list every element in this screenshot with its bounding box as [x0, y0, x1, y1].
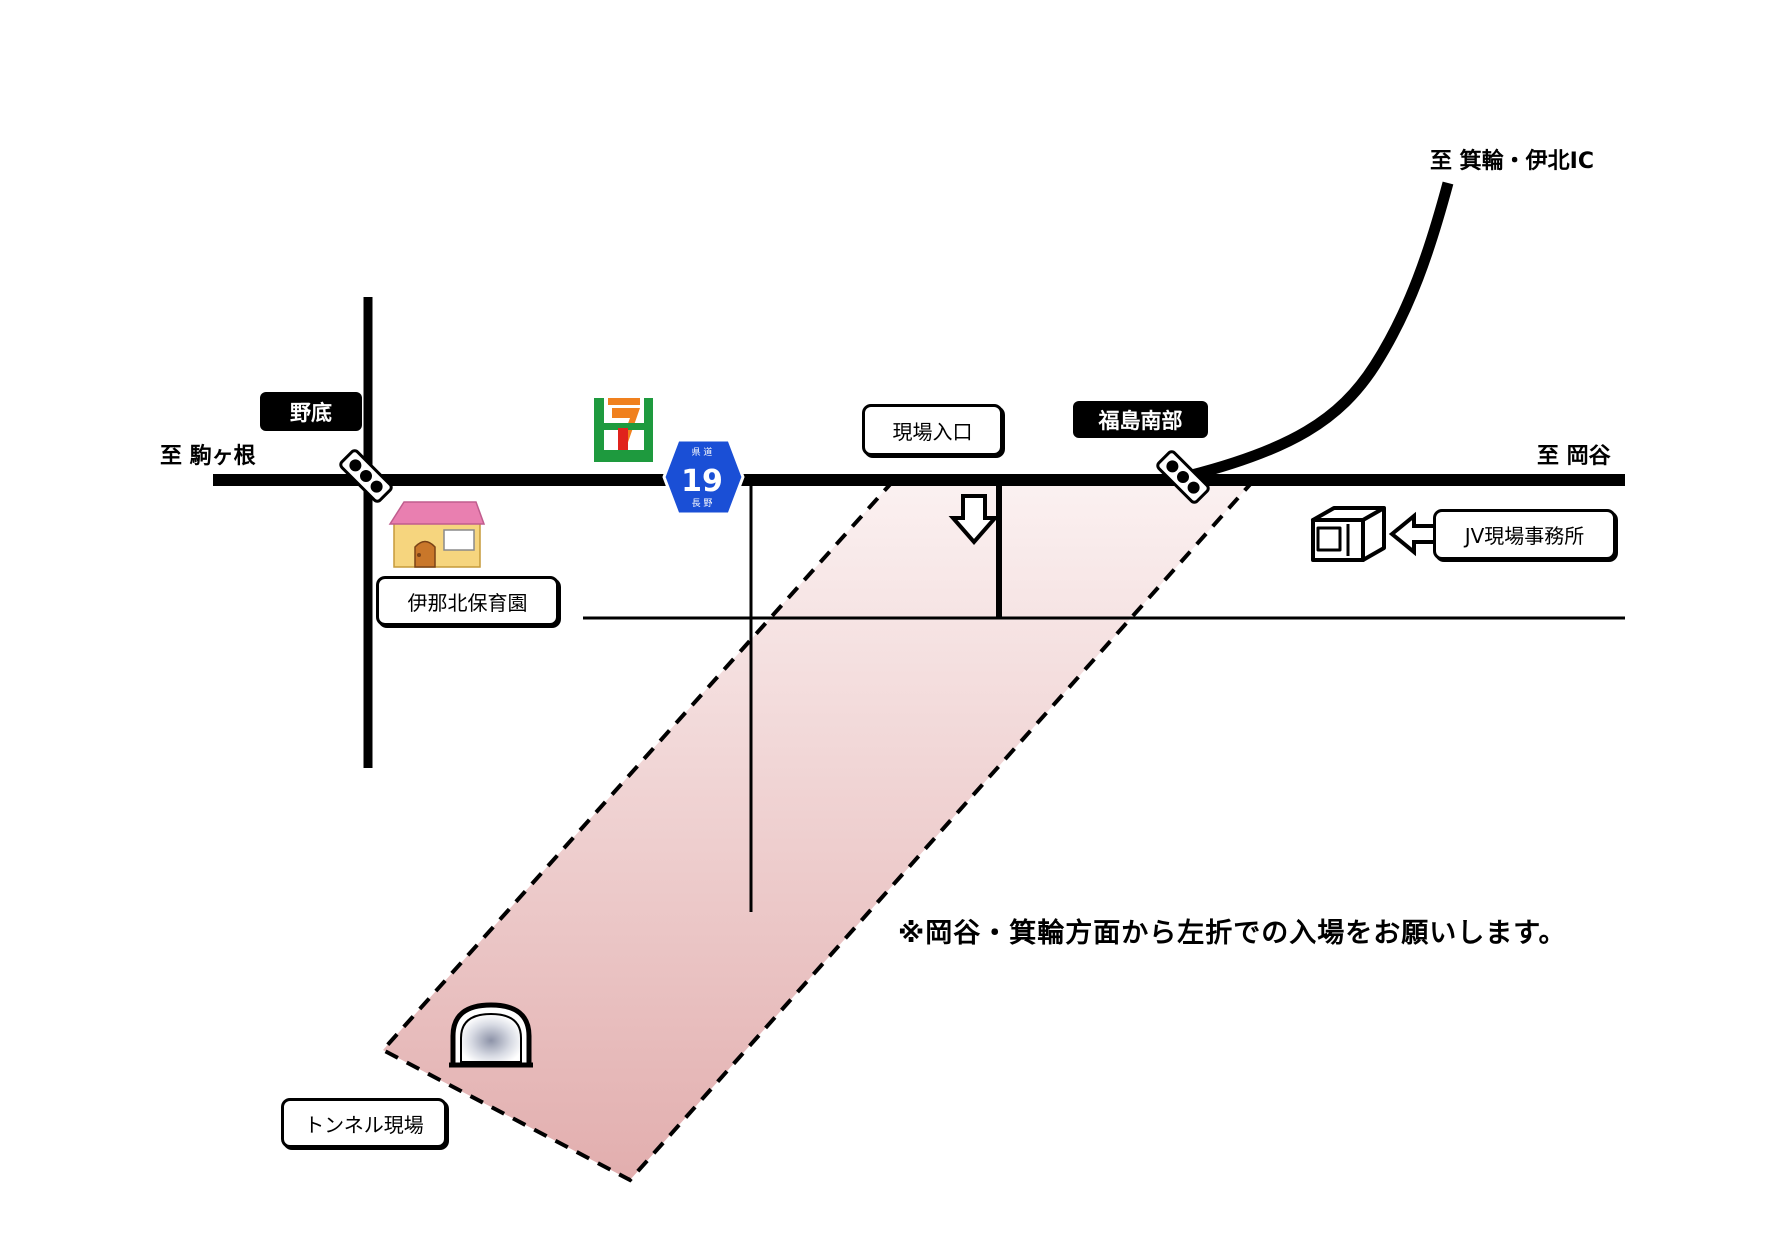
route-shield-top-text: 県 道: [692, 446, 713, 458]
house-icon: [388, 501, 486, 568]
direction-label-west: 至 駒ヶ根: [160, 444, 256, 469]
office-building-icon: [1311, 506, 1386, 562]
tunnel-site-label: トンネル現場: [281, 1098, 447, 1148]
intersection-label-fukushima-nanbu: 福島南部: [1073, 401, 1208, 438]
left-arrow-icon: [1388, 511, 1438, 557]
down-arrow-icon: [948, 494, 1000, 546]
route-19-shield: 19 県 道 長 野: [662, 438, 745, 516]
direction-label-east: 至 岡谷: [1537, 444, 1611, 469]
jv-office-label: JV現場事務所: [1433, 509, 1616, 560]
intersection-label-nosoko: 野底: [260, 392, 362, 431]
nursery-label: 伊那北保育園: [376, 576, 559, 626]
traffic-signal-icon: [339, 449, 393, 503]
site-entrance-label: 現場入口: [862, 404, 1003, 456]
direction-label-north: 至 箕輪・伊北IC: [1430, 149, 1594, 174]
tunnel-icon: [449, 1002, 533, 1068]
entry-notice: ※岡谷・箕輪方面から左折での入場をお願いします。: [898, 918, 1567, 949]
route-shield-number: 19: [681, 464, 723, 499]
convenience-store-icon: [594, 398, 653, 462]
road-to-minowa: [1186, 181, 1454, 482]
traffic-signal-icon: [1156, 450, 1210, 504]
route-shield-bottom-text: 長 野: [692, 498, 713, 509]
